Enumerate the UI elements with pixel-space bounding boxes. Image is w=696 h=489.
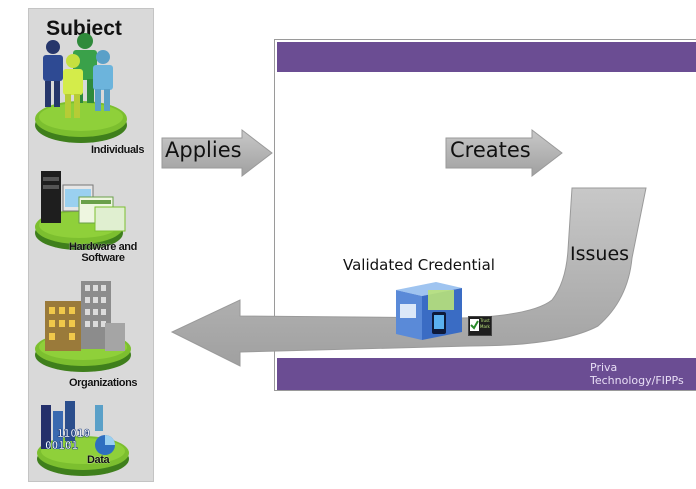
applies-label: Applies bbox=[165, 138, 242, 162]
buildings-icon bbox=[35, 281, 131, 372]
applies-arrow bbox=[161, 128, 273, 178]
svg-text:00101: 00101 bbox=[45, 439, 78, 452]
creates-arrow bbox=[445, 128, 563, 178]
creates-label: Creates bbox=[450, 138, 531, 162]
subject-title: Subject bbox=[46, 17, 122, 40]
computer-icon bbox=[35, 171, 126, 250]
category-label-hardware-software: Hardware and Software bbox=[69, 241, 137, 264]
trust-mark-line-1: Trust bbox=[480, 318, 490, 323]
category-label-organizations: Organizations bbox=[69, 377, 138, 389]
bottom-band bbox=[277, 358, 696, 390]
trust-mark-line-2: Mark bbox=[480, 324, 490, 329]
category-label-individuals: Individuals bbox=[91, 144, 145, 156]
svg-text:11010: 11010 bbox=[57, 427, 90, 440]
issues-label: Issues bbox=[570, 243, 630, 265]
trust-mark-badge: Trust Mark bbox=[468, 316, 492, 336]
category-label-data: Data bbox=[87, 454, 110, 466]
checkmark-icon bbox=[470, 319, 479, 331]
people-icon bbox=[35, 33, 127, 143]
credential-label: Validated Credential bbox=[343, 256, 495, 274]
footer-band-text: Priva Technology/FIPPs bbox=[590, 361, 684, 387]
data-icon: 11010 00101 bbox=[37, 401, 129, 476]
subject-icons: 11010 00101 bbox=[35, 33, 131, 476]
issues-return-arrow bbox=[170, 187, 647, 367]
subject-panel: Subject bbox=[28, 8, 154, 482]
top-band bbox=[277, 42, 696, 72]
credential-cube-icon bbox=[396, 282, 462, 340]
